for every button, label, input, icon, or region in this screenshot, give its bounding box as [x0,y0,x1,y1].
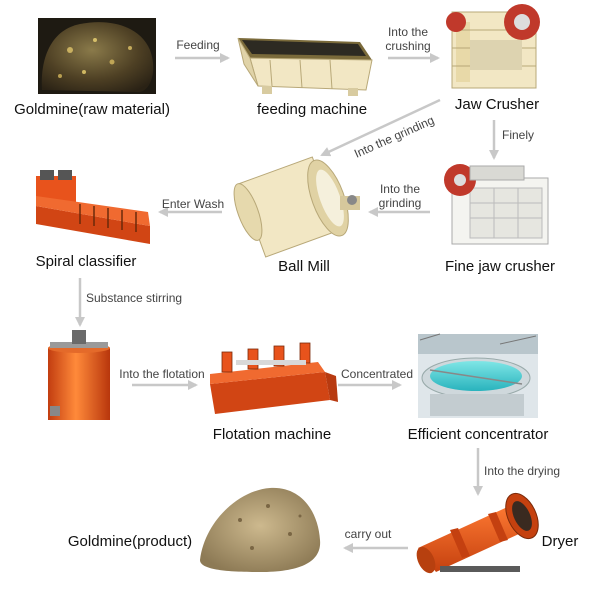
node-label-flotation-machine: Flotation machine [212,426,332,443]
spiral-classifier-image [36,170,150,244]
efficient-concentrator-image [418,333,538,418]
node-label-jaw-crusher: Jaw Crusher [454,96,540,113]
node-label-efficient-concentrator: Efficient concentrator [407,426,549,443]
node-label-ball-mill: Ball Mill [278,258,330,275]
jaw-crusher-image [446,4,540,89]
edge-label-feeding: Feeding [176,38,220,52]
node-label-goldmine-raw: Goldmine(raw material) [14,101,170,118]
dryer-image [416,492,539,574]
edge-label-finely: Finely [502,128,535,142]
edge-label-into-flotation: Into the flotation [119,367,205,381]
edge-label-into-drying: Into the drying [484,464,561,478]
goldmine-product-image [200,487,321,572]
edge-label-substance-stirring: Substance stirring [86,291,183,305]
node-label-goldmine-product: Goldmine(product) [67,533,193,550]
node-label-fine-jaw-crusher: Fine jaw crusher [444,258,556,275]
edge-arrow [320,98,441,157]
node-label-dryer: Dryer [541,533,579,550]
flotation-machine-image [210,342,338,414]
node-label-feeding-machine: feeding machine [256,101,368,118]
edge-label-enter-wash: Enter Wash [161,197,225,211]
node-label-spiral-classifier: Spiral classifier [35,253,137,270]
feeding-machine-image [237,37,373,96]
goldmine-raw-image [38,18,156,94]
ball-mill-image [233,156,360,258]
fine-jaw-crusher-image [444,164,549,245]
edge-label-concentrated: Concentrated [340,367,414,381]
edge-label-carry-out: carry out [344,527,392,541]
mixing-tank-image [48,330,110,420]
